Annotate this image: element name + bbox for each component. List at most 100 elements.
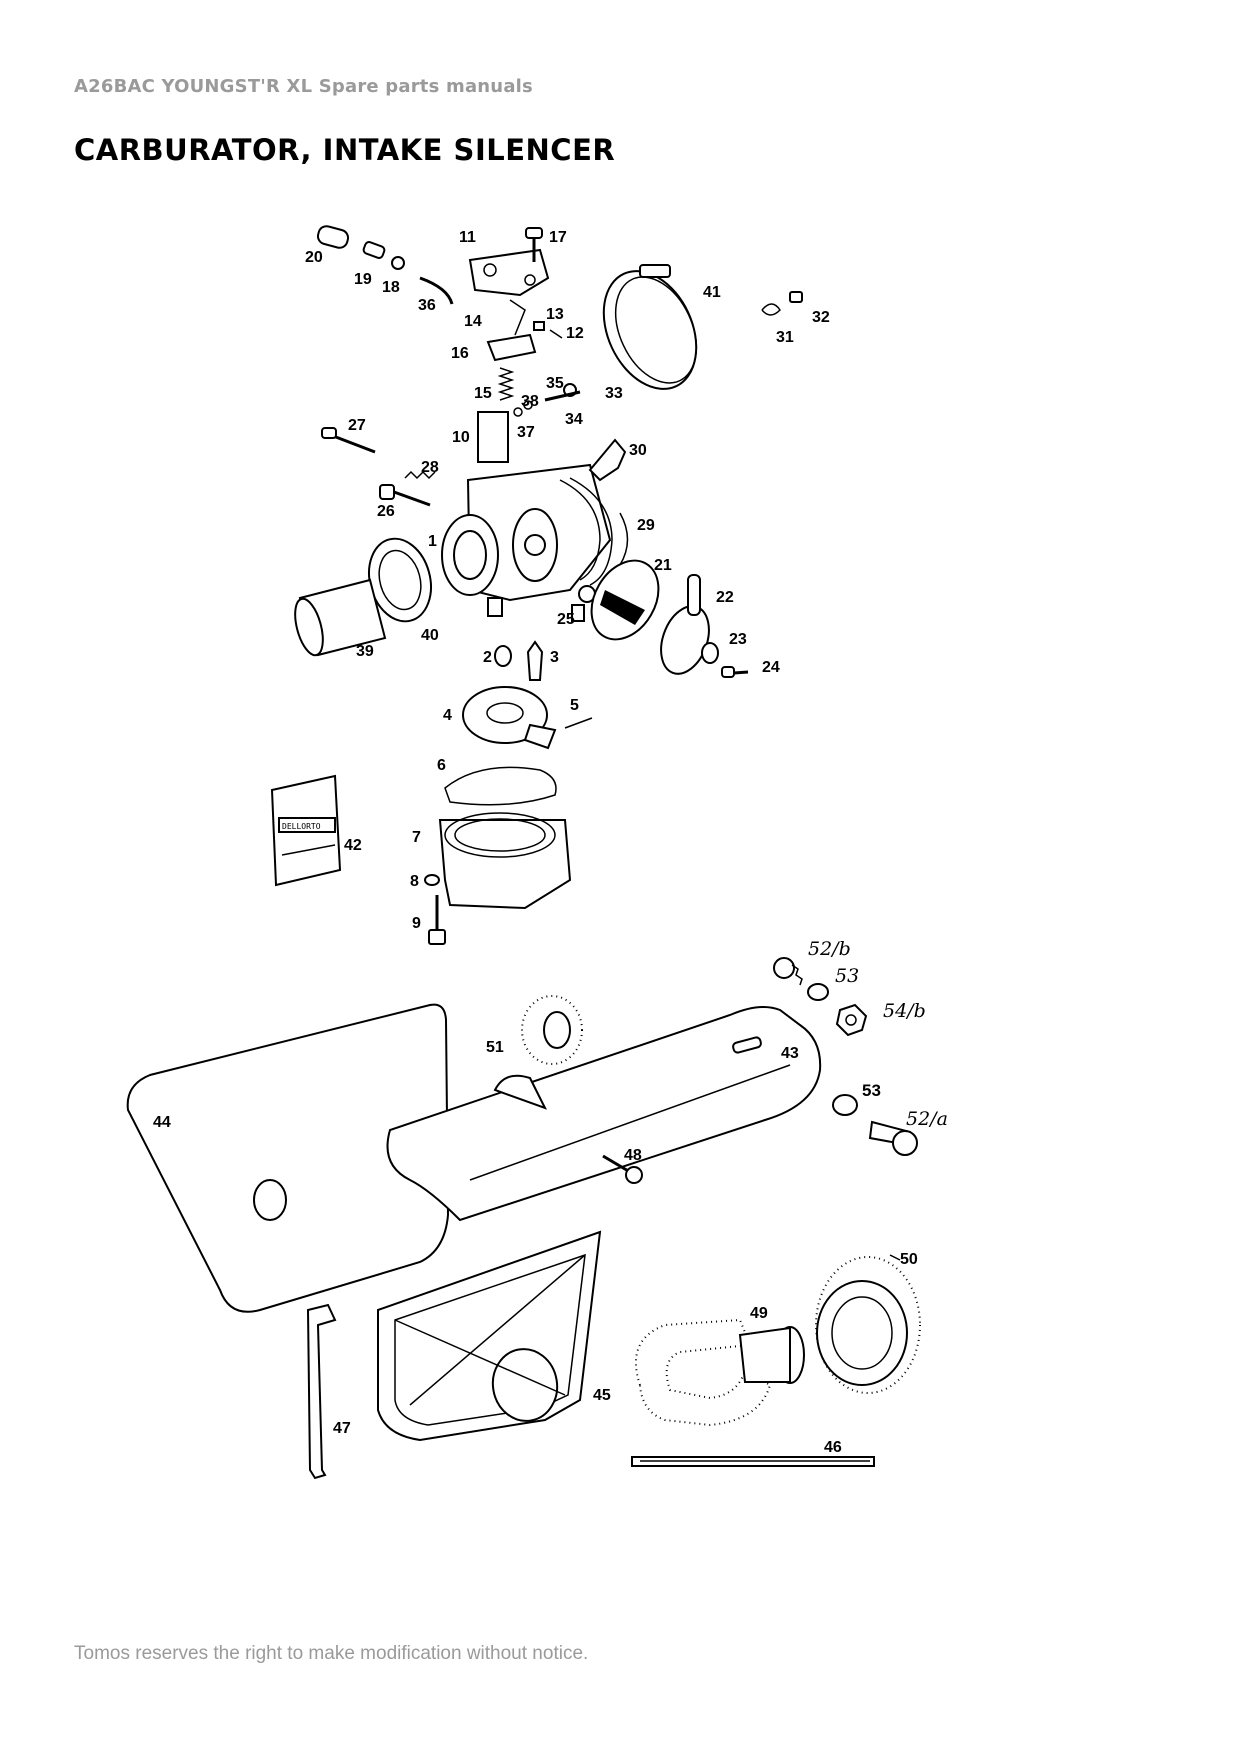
part-20-cap: [316, 225, 350, 249]
label-11: 11: [459, 229, 476, 246]
label-13: 13: [546, 306, 564, 323]
label-47: 47: [333, 1420, 351, 1437]
part-36-tube: [419, 276, 454, 305]
label-39: 39: [356, 643, 374, 660]
part-15-spring: [497, 367, 515, 401]
label-1: 1: [428, 533, 437, 550]
label-16: 16: [451, 345, 469, 362]
label-34: 34: [565, 411, 583, 428]
label-25: 25: [557, 611, 575, 628]
part-52a-bolt: [868, 1120, 918, 1156]
page-title: CARBURATOR, INTAKE SILENCER: [74, 133, 616, 167]
label-10: 10: [452, 429, 470, 446]
part-28-spring: [404, 470, 436, 480]
label-6: 6: [437, 757, 446, 774]
part-8-washer: [424, 874, 440, 886]
label-7: 7: [412, 829, 421, 846]
label-5: 5: [570, 697, 579, 714]
part-39-sleeve: [294, 578, 387, 657]
part-4-float: [462, 686, 557, 750]
part-41-clamp: [602, 264, 698, 390]
part-29-clip: [619, 512, 629, 566]
part-27-jet-screw: [321, 427, 376, 454]
label-53b: 53: [835, 965, 859, 987]
label-53a: 53: [862, 1081, 881, 1100]
label-17: 17: [549, 229, 567, 246]
part-42-sticker: DELLORTO: [270, 774, 342, 887]
part-49-intake-pipe: [634, 1318, 805, 1427]
page-footer: Tomos reserves the right to make modific…: [74, 1643, 589, 1664]
part-10-slide: [477, 411, 509, 463]
part-45-frame: [377, 1230, 602, 1442]
part-6-gasket: [444, 766, 557, 806]
label-52b: 52/b: [808, 938, 851, 960]
part-23-washer: [701, 642, 719, 664]
part-51-grommet: [521, 995, 583, 1065]
label-19: 19: [354, 271, 372, 288]
label-20: 20: [305, 249, 323, 266]
label-12: 12: [566, 325, 584, 342]
label-18: 18: [382, 279, 400, 296]
part-number-labels: 1 2 3 4 5 6 7 8 9 10 11 12 13 14 15 16 1…: [153, 229, 948, 1456]
label-4: 4: [443, 707, 452, 724]
part-53-washer-top: [807, 983, 829, 1001]
part-44-side-cover: [126, 1003, 450, 1313]
label-8: 8: [410, 873, 419, 890]
label-26: 26: [377, 503, 395, 520]
label-28: 28: [421, 459, 439, 476]
label-44: 44: [153, 1114, 171, 1131]
label-46: 46: [824, 1439, 842, 1456]
part-33-35-fittings: [513, 383, 581, 417]
label-51: 51: [486, 1039, 504, 1056]
part-11-carb-cover: [468, 248, 550, 297]
label-2: 2: [483, 649, 492, 666]
part-21-filter-disc: [590, 559, 660, 641]
label-23: 23: [729, 631, 747, 648]
sticker-text: DELLORTO: [282, 822, 321, 831]
label-49: 49: [750, 1305, 768, 1322]
part-12-13-pin: [533, 321, 563, 339]
part-48-screw: [602, 1154, 643, 1184]
part-19-screw: [362, 241, 405, 270]
document-header: A26BAC YOUNGST'R XL Spare parts manuals: [74, 76, 533, 97]
label-42: 42: [344, 837, 362, 854]
part-16-plate: [486, 333, 537, 362]
label-24: 24: [762, 659, 780, 676]
part-17-screw: [525, 227, 543, 262]
label-31: 31: [776, 329, 794, 346]
part-53-washer-bottom: [832, 1094, 858, 1116]
label-50: 50: [900, 1251, 918, 1268]
label-30: 30: [629, 442, 647, 459]
part-5-pin: [564, 717, 593, 729]
label-3: 3: [550, 649, 559, 666]
part-52b-bolt: [773, 957, 803, 986]
label-35: 35: [546, 375, 564, 392]
label-40: 40: [421, 627, 439, 644]
label-38: 38: [521, 393, 539, 410]
part-14-bracket: [509, 299, 526, 336]
part-46-strip: [631, 1456, 875, 1467]
part-1-carburetor-body: [441, 463, 613, 622]
part-24-screw: [721, 666, 749, 678]
part-22-fuel-tap: [660, 574, 710, 675]
label-22: 22: [716, 589, 734, 606]
label-43: 43: [781, 1045, 799, 1062]
label-32: 32: [812, 309, 830, 326]
label-52a: 52/a: [906, 1108, 948, 1130]
part-31-32-spring-clip: [761, 291, 803, 316]
part-47-rod: [306, 1303, 337, 1480]
part-26-bolt: [379, 484, 431, 507]
label-29: 29: [637, 517, 655, 534]
label-37: 37: [517, 424, 535, 441]
label-33: 33: [605, 385, 623, 402]
part-3-needle: [526, 640, 544, 681]
part-50-intake-rubber: [815, 1254, 921, 1394]
label-41: 41: [703, 284, 721, 301]
label-27: 27: [348, 417, 366, 434]
label-21: 21: [654, 557, 672, 574]
label-45: 45: [593, 1387, 611, 1404]
label-48: 48: [624, 1147, 642, 1164]
part-9-bolt: [428, 895, 446, 945]
label-14: 14: [464, 313, 482, 330]
